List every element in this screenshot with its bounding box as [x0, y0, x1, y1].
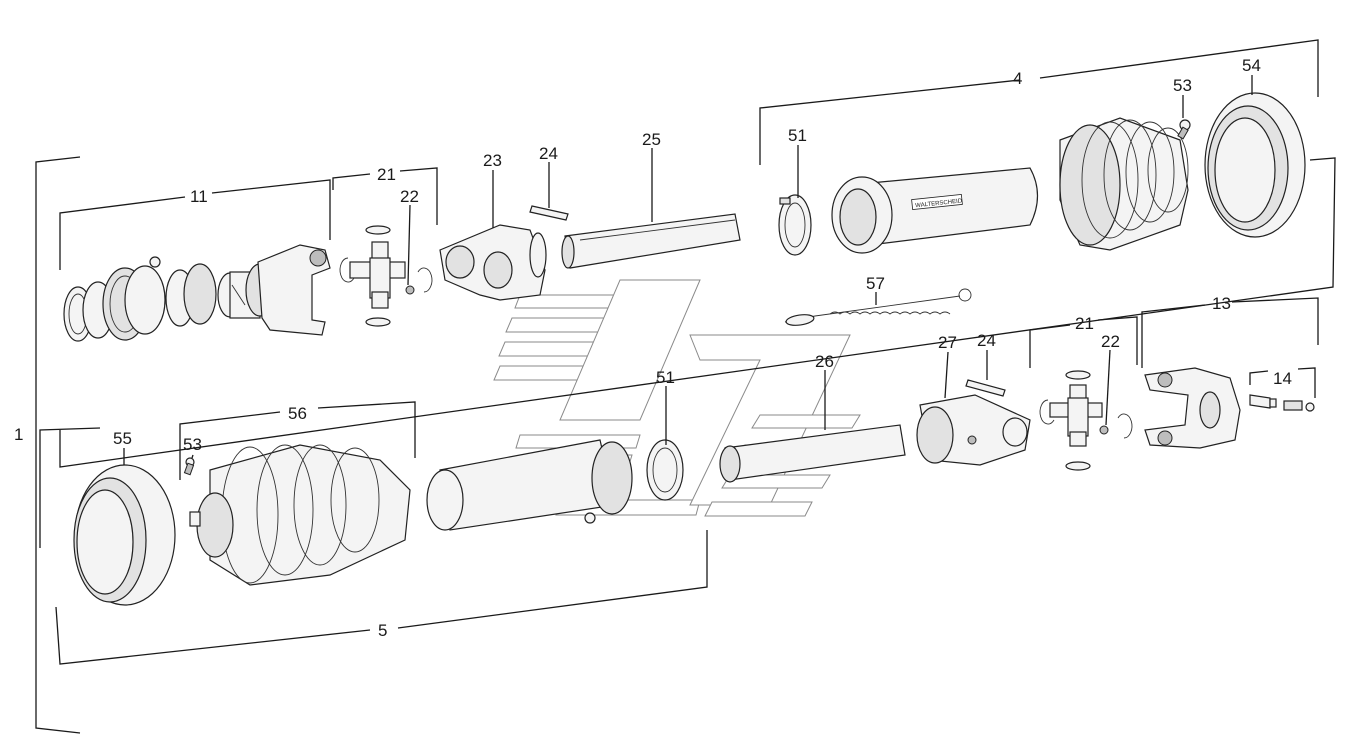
part-24-pin-lower: [965, 379, 1006, 397]
part-24-pin-upper: [529, 205, 569, 221]
label-circlip-b: 22: [1101, 332, 1120, 351]
bracket-11b: [211, 179, 331, 240]
bracket-11: [59, 196, 186, 270]
part-56-bellows: [189, 444, 411, 586]
part-4-outer-tube: WALTERSCHEID: [831, 167, 1039, 254]
label-bellows-inner: 56: [288, 404, 307, 423]
bracket-21bb: [1097, 316, 1138, 365]
label-yoke-tube-outer: 23: [483, 151, 502, 170]
bracket-56b: [317, 401, 416, 458]
part-53-screw-lower: [183, 457, 195, 476]
part-27-yoke-tube: [916, 394, 1031, 466]
part-21-cross-kit-upper: [339, 225, 433, 327]
part-11-seal-rings: [63, 256, 217, 342]
bracket-13: [1141, 304, 1206, 368]
part-51-bearing-ring-lower: [646, 439, 684, 501]
bracket-21ab: [399, 167, 438, 225]
label-inner-half: 5: [378, 621, 387, 640]
bracket-21b: [1029, 324, 1071, 368]
label-cone-outer: 54: [1242, 56, 1261, 75]
bracket-56: [179, 411, 281, 480]
label-cross-kit-a: 21: [377, 165, 396, 184]
label-yoke-inner: 13: [1212, 294, 1231, 313]
part-25-profile-tube: [561, 213, 741, 269]
bracket-21a: [332, 173, 371, 190]
label-bearing-ring-a: 51: [788, 126, 807, 145]
label-yoke-outer: 11: [190, 187, 208, 206]
part-53-screw-upper: [1177, 119, 1191, 140]
part-14-pin-kit: [1249, 394, 1315, 412]
label-cone-inner: 55: [113, 429, 132, 448]
label-pin-kit: 14: [1273, 369, 1292, 388]
label-safety-chain: 57: [866, 274, 885, 293]
part-11-yoke: [217, 244, 331, 336]
label-assembly: 1: [14, 425, 23, 444]
part-26-profile-tube: [719, 424, 906, 483]
label-screw-a: 53: [1173, 76, 1192, 95]
label-screw-b: 53: [183, 435, 202, 454]
label-cross-kit-b: 21: [1075, 314, 1094, 333]
bracket-4b: [1039, 39, 1319, 97]
bracket-assembly: [35, 156, 81, 734]
part-5-inner-tube: [426, 439, 633, 531]
bracket-55-left: [39, 427, 101, 548]
part-55-cone: [73, 464, 176, 606]
bracket-14: [1249, 370, 1269, 385]
label-outer-half: 4: [1013, 69, 1022, 88]
label-bearing-ring-b: 51: [656, 368, 675, 387]
part-57-safety-chain: [784, 288, 972, 326]
part-51-bearing-ring-upper: [778, 194, 812, 256]
label-profile-tube-inner: 26: [815, 352, 834, 371]
bracket-5: [55, 606, 371, 665]
label-spring-pin-a: 24: [539, 144, 558, 163]
bracket-5b: [397, 530, 708, 629]
long-divider: [59, 157, 1336, 468]
bracket-14b: [1297, 367, 1316, 398]
leader-lines: [123, 75, 1253, 465]
part-4-bellows: [1059, 117, 1189, 251]
part-23-yoke-tube: [439, 224, 547, 301]
bracket-4: [759, 79, 1021, 165]
label-profile-tube-outer: 25: [642, 130, 661, 149]
part-54-cone: [1204, 92, 1306, 238]
bracket-13b: [1231, 297, 1319, 345]
tube-brand-label: WALTERSCHEID: [915, 198, 963, 209]
label-circlip-a: 22: [400, 187, 419, 206]
part-13-yoke: [1144, 367, 1241, 449]
label-yoke-tube-inner: 27: [938, 333, 957, 352]
part-21-cross-kit-lower: [1039, 370, 1133, 471]
label-spring-pin-b: 24: [977, 331, 996, 350]
